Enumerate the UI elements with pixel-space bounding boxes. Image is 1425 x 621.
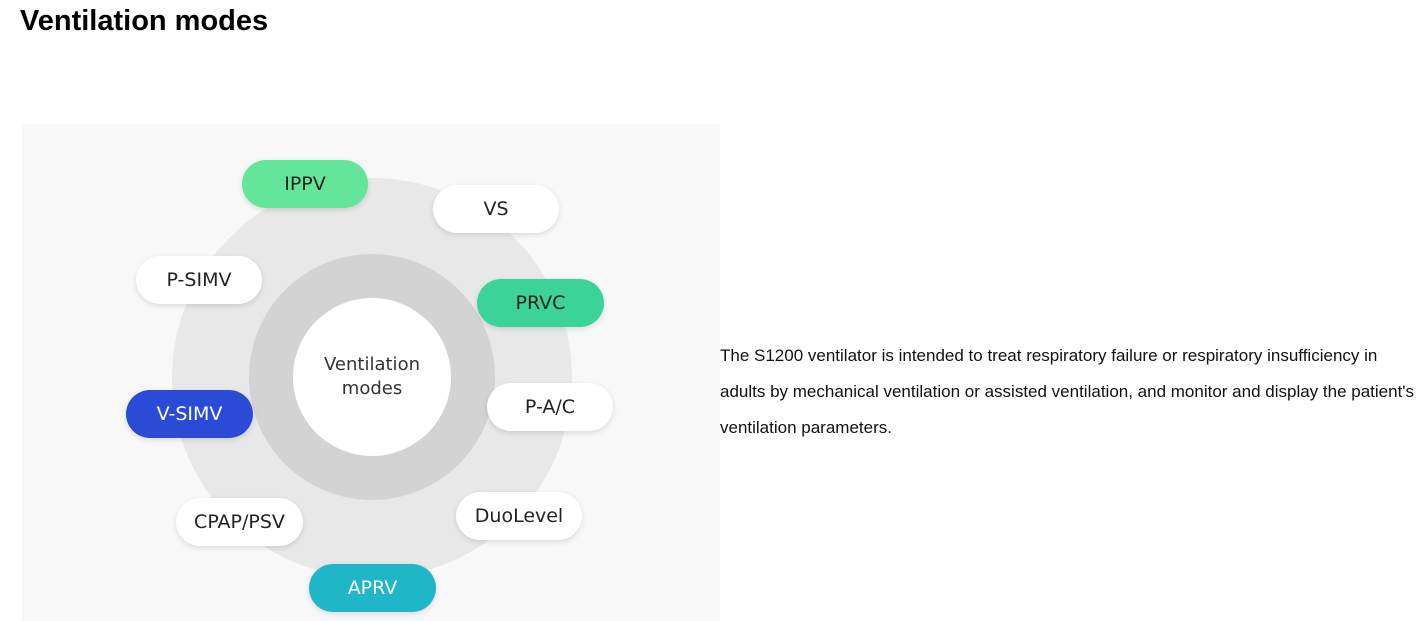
mode-pill-ippv[interactable]: IPPV bbox=[242, 160, 368, 208]
mode-pill-aprv[interactable]: APRV bbox=[309, 564, 436, 612]
ventilation-modes-diagram: Ventilation modes IPPV VS P-SIMV PRVC P-… bbox=[22, 124, 720, 621]
product-description: The S1200 ventilator is intended to trea… bbox=[720, 346, 1415, 437]
mode-pill-p-a-c[interactable]: P-A/C bbox=[487, 383, 613, 431]
mode-pill-cpap-psv[interactable]: CPAP/PSV bbox=[176, 498, 303, 546]
page-title: Ventilation modes bbox=[20, 5, 269, 37]
mode-pill-p-simv[interactable]: P-SIMV bbox=[136, 256, 262, 304]
mode-pill-v-simv[interactable]: V-SIMV bbox=[126, 390, 253, 438]
mode-pill-prvc[interactable]: PRVC bbox=[477, 279, 604, 327]
diagram-center-label: Ventilation modes bbox=[324, 354, 420, 399]
mode-pill-vs[interactable]: VS bbox=[433, 185, 559, 233]
mode-pill-duolevel[interactable]: DuoLevel bbox=[456, 492, 582, 540]
diagram-center: Ventilation modes bbox=[293, 298, 451, 456]
